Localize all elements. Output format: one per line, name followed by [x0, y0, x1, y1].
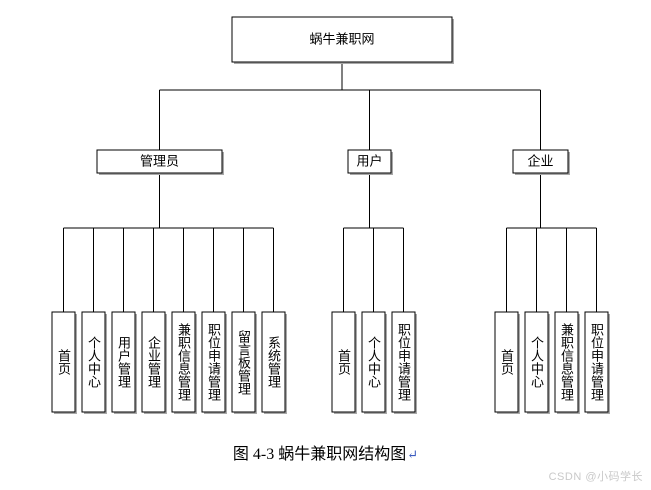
leaf-enterprise-3-label: 职位申请管理: [589, 323, 604, 401]
leaf-user-0-label: 首页: [336, 349, 351, 375]
leaf-admin-0[interactable]: [51, 311, 76, 413]
leaf-user-1[interactable]: [361, 311, 386, 413]
leaf-admin-1-label: 个人中心: [86, 336, 101, 388]
leaf-enterprise-0-label: 首页: [499, 349, 514, 375]
leaf-enterprise-1-label: 个人中心: [529, 336, 544, 388]
leaf-admin-7[interactable]: [261, 311, 286, 413]
leaf-admin-4-label: 兼职信息管理: [176, 323, 191, 401]
leaf-admin-7-label: 系统管理: [266, 336, 281, 388]
paragraph-mark: ↵: [407, 447, 419, 462]
leaf-admin-4[interactable]: [171, 311, 196, 413]
node-user-label: 用户: [356, 153, 382, 168]
leaf-enterprise-3[interactable]: [584, 311, 609, 413]
leaf-enterprise-0[interactable]: [494, 311, 519, 413]
leaf-admin-3-label: 企业管理: [146, 336, 161, 388]
leaf-user-2[interactable]: [391, 311, 416, 413]
figure-caption: 图 4-3 蜗牛兼职网结构图↵: [0, 440, 651, 464]
node-enterprise-label: 企业: [527, 153, 553, 168]
node-enterprise[interactable]: [512, 149, 569, 174]
node-box-layer: [51, 16, 610, 414]
leaf-enterprise-2[interactable]: [554, 311, 579, 413]
leaf-admin-6[interactable]: [231, 311, 256, 413]
leaf-admin-6-label: 留言板管理: [236, 329, 251, 395]
connector-layer: [62, 62, 598, 312]
leaf-user-2-label: 职位申请管理: [396, 323, 411, 401]
node-admin-label: 管理员: [140, 153, 179, 168]
leaf-admin-5[interactable]: [201, 311, 226, 413]
leaf-admin-2-label: 用户管理: [116, 336, 131, 388]
leaf-admin-0-label: 首页: [56, 349, 71, 375]
leaf-user-0[interactable]: [331, 311, 356, 413]
leaf-user-1-label: 个人中心: [366, 336, 381, 388]
caption-text: 图 4-3 蜗牛兼职网结构图: [232, 446, 407, 463]
leaf-enterprise-1[interactable]: [524, 311, 549, 413]
leaf-admin-1[interactable]: [81, 311, 106, 413]
leaf-admin-3[interactable]: [141, 311, 166, 413]
csdn-watermark: CSDN @小码学长: [548, 471, 643, 483]
node-root[interactable]: [231, 16, 453, 63]
node-root-label: 蜗牛兼职网: [309, 31, 374, 46]
leaf-admin-5-label: 职位申请管理: [206, 323, 221, 401]
node-admin[interactable]: [96, 149, 223, 174]
node-user[interactable]: [347, 149, 392, 174]
leaf-enterprise-2-label: 兼职信息管理: [559, 323, 574, 401]
leaf-admin-2[interactable]: [111, 311, 136, 413]
